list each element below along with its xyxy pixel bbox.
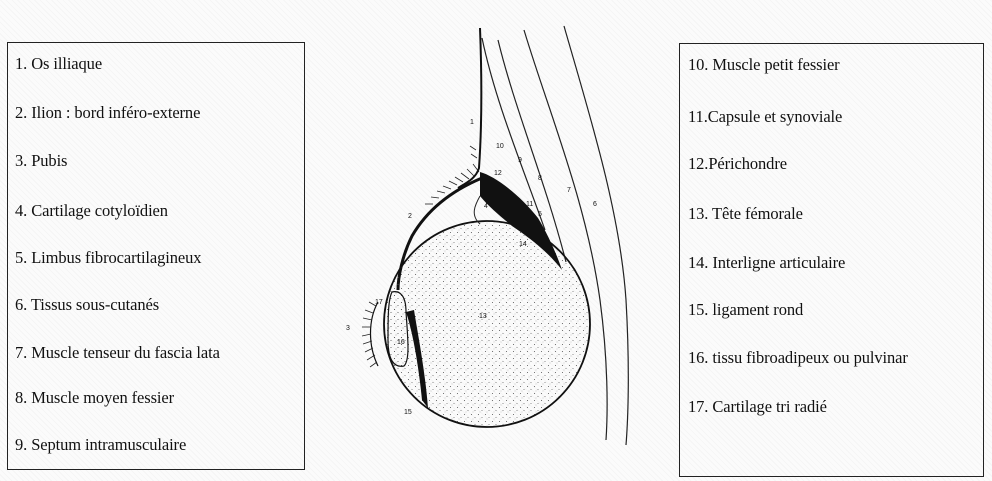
- label-17: 17: [375, 299, 383, 306]
- legend-item-14: 14. Interligne articulaire: [688, 253, 845, 273]
- cotyloid-cartilage-outline: [474, 196, 480, 224]
- label-4: 4: [484, 203, 488, 210]
- label-3: 3: [346, 325, 350, 332]
- label-8: 8: [538, 175, 542, 182]
- label-12: 12: [494, 170, 502, 177]
- legend-left: 1. Os illiaque 2. Ilion : bord inféro-ex…: [7, 42, 305, 470]
- label-1: 1: [470, 119, 474, 126]
- label-15: 15: [404, 409, 412, 416]
- pulvinar: [388, 292, 408, 367]
- legend-item-11: 11.Capsule et synoviale: [688, 107, 842, 127]
- legend-item-1: 1. Os illiaque: [15, 54, 102, 74]
- legend-right: 10. Muscle petit fessier 11.Capsule et s…: [679, 43, 984, 477]
- legend-item-4: 4. Cartilage cotyloïdien: [15, 201, 168, 221]
- legend-item-10: 10. Muscle petit fessier: [688, 55, 840, 75]
- label-6: 6: [593, 201, 597, 208]
- label-7: 7: [567, 187, 571, 194]
- label-9: 9: [518, 157, 522, 164]
- legend-item-6: 6. Tissus sous-cutanés: [15, 295, 159, 315]
- legend-item-5: 5. Limbus fibrocartilagineux: [15, 248, 201, 268]
- legend-item-16: 16. tissu fibroadipeux ou pulvinar: [688, 348, 908, 368]
- label-5: 5: [538, 211, 542, 218]
- label-16: 16: [397, 339, 405, 346]
- label-10: 10: [496, 143, 504, 150]
- legend-item-15: 15. ligament rond: [688, 300, 803, 320]
- hip-joint-diagram: 1 2 3 4 5 6 7 8 9 10 11 12 13 14 15 16 1…: [330, 0, 650, 481]
- legend-item-12: 12.Périchondre: [688, 154, 787, 174]
- legend-item-13: 13. Tête fémorale: [688, 204, 803, 224]
- pubis-arc: [371, 302, 379, 366]
- legend-item-2: 2. Ilion : bord inféro-externe: [15, 103, 200, 123]
- label-11: 11: [526, 201, 533, 208]
- tissue-line-6: [564, 26, 628, 445]
- iliac-bone-line: [458, 28, 481, 188]
- legend-item-9: 9. Septum intramusculaire: [15, 435, 186, 455]
- legend-item-8: 8. Muscle moyen fessier: [15, 388, 174, 408]
- legend-item-7: 7. Muscle tenseur du fascia lata: [15, 343, 220, 363]
- label-14: 14: [519, 241, 527, 248]
- legend-item-3: 3. Pubis: [15, 151, 67, 171]
- label-2: 2: [408, 213, 412, 220]
- label-13: 13: [479, 313, 487, 320]
- legend-item-17: 17. Cartilage tri radié: [688, 397, 827, 417]
